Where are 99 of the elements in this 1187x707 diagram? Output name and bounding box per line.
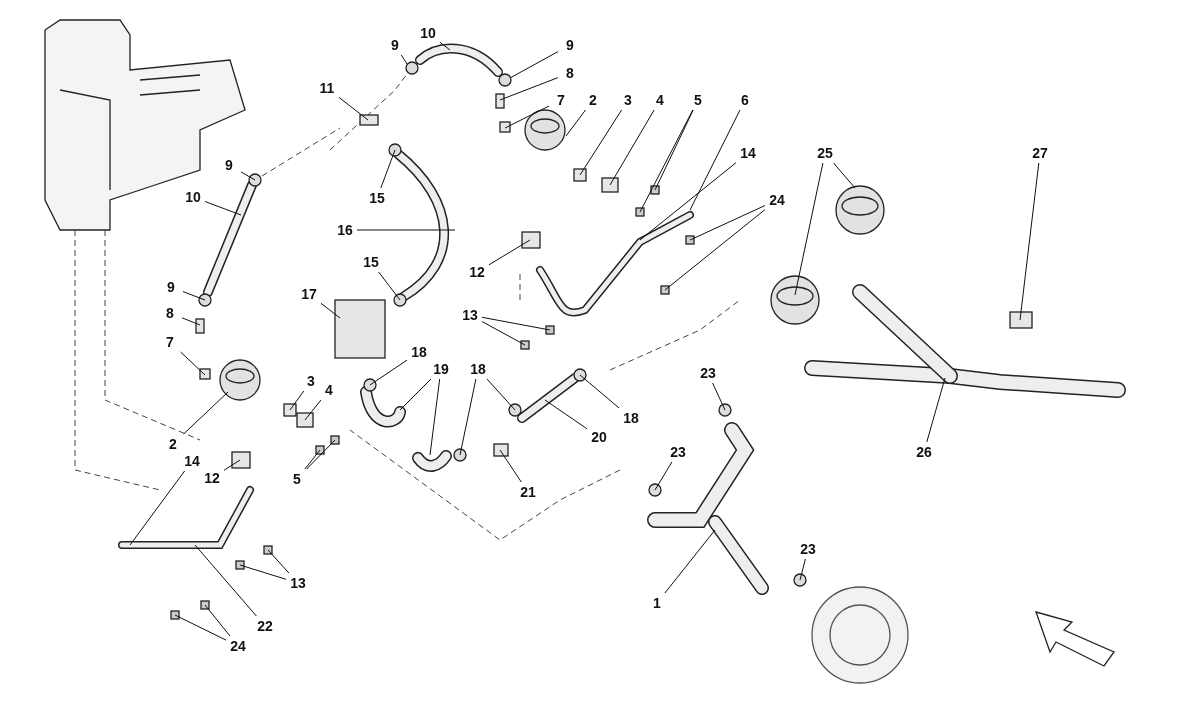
callout-number: 13: [459, 306, 481, 324]
leader-line: [239, 564, 287, 580]
callout-number: 18: [467, 360, 489, 378]
leader-line: [223, 459, 241, 471]
leader-line: [429, 378, 441, 456]
callout-number: 18: [620, 409, 642, 427]
leader-line: [609, 109, 655, 186]
callout-number: 5: [687, 91, 709, 109]
leader-line: [689, 109, 741, 211]
leader-line: [304, 399, 322, 421]
leader-line: [338, 96, 369, 121]
callout-number: 5: [286, 470, 308, 488]
leader-line: [544, 399, 588, 430]
callout-number: 19: [430, 360, 452, 378]
leader-line: [799, 558, 806, 581]
callout-number: 10: [417, 24, 439, 42]
callout-number: 9: [559, 36, 581, 54]
callout-number: 2: [162, 435, 184, 453]
leader-line: [481, 316, 551, 331]
leader-line: [267, 549, 290, 574]
callout-number: 2: [582, 91, 604, 109]
callout-number: 27: [1029, 144, 1051, 162]
leader-line: [509, 51, 559, 79]
leader-line: [654, 461, 673, 491]
leader-line: [380, 149, 396, 189]
leader-line: [400, 54, 408, 65]
leader-line: [565, 109, 586, 137]
callout-number: 25: [814, 144, 836, 162]
callout-number: 8: [559, 64, 581, 82]
callout-number: 23: [797, 540, 819, 558]
leader-line: [240, 171, 256, 181]
callout-number: 23: [667, 443, 689, 461]
leader-line: [204, 201, 242, 216]
leader-line: [639, 162, 737, 241]
callout-number: 23: [697, 364, 719, 382]
leader-line: [180, 351, 206, 376]
callout-number: 24: [766, 191, 788, 209]
callout-number: 9: [384, 36, 406, 54]
callout-number: 17: [298, 285, 320, 303]
callout-number: 12: [466, 263, 488, 281]
leader-line: [459, 378, 477, 456]
callout-number: 21: [517, 483, 539, 501]
callout-number: 7: [159, 333, 181, 351]
callout-number: 22: [254, 617, 276, 635]
leader-line: [486, 378, 516, 411]
callout-number: 1: [646, 594, 668, 612]
leader-line: [664, 529, 716, 594]
leader-line: [304, 449, 321, 470]
leader-line: [654, 109, 694, 191]
callout-number: 7: [550, 91, 572, 109]
leader-line: [182, 291, 206, 301]
callout-number: 11: [316, 79, 338, 97]
leader-line: [1019, 162, 1040, 321]
callout-number: 14: [181, 452, 203, 470]
callout-number: 26: [913, 443, 935, 461]
leader-line: [320, 302, 341, 319]
leader-line: [369, 359, 408, 386]
callout-number: 20: [588, 428, 610, 446]
callout-number: 14: [737, 144, 759, 162]
callout-number: 10: [182, 188, 204, 206]
callout-number: 4: [649, 91, 671, 109]
leader-line: [579, 374, 620, 409]
leader-line: [129, 470, 186, 546]
leader-line: [174, 614, 227, 641]
leader-line: [579, 109, 623, 176]
leader-line: [639, 109, 694, 213]
leader-line: [289, 390, 305, 411]
leader-line: [499, 449, 522, 483]
callout-number: 3: [617, 91, 639, 109]
callout-number: 6: [734, 91, 756, 109]
leader-line: [504, 105, 550, 129]
leader-line: [194, 544, 257, 617]
leader-line: [378, 271, 401, 301]
callout-number: 16: [334, 221, 356, 239]
leader-line: [481, 321, 526, 346]
leader-line: [833, 162, 856, 189]
leader-line: [204, 604, 231, 637]
leader-line: [712, 382, 726, 411]
leader-line: [183, 391, 229, 435]
leader-line: [306, 439, 336, 470]
leader-line: [499, 77, 559, 101]
callout-number: 12: [201, 469, 223, 487]
callout-number: 24: [227, 637, 249, 655]
callout-number: 15: [366, 189, 388, 207]
callout-number: 8: [159, 304, 181, 322]
callout-number: 13: [287, 574, 309, 592]
callout-number: 9: [218, 156, 240, 174]
callout-number: 15: [360, 253, 382, 271]
leader-line: [689, 205, 766, 241]
leader-line: [439, 41, 451, 51]
leader-line: [488, 239, 531, 266]
leader-line: [926, 377, 946, 443]
leader-line: [664, 209, 766, 291]
callout-number: 9: [160, 278, 182, 296]
callout-number: 18: [408, 343, 430, 361]
leader-line: [356, 229, 456, 231]
leader-line: [181, 317, 201, 326]
leader-line: [794, 162, 824, 296]
leader-line: [399, 378, 432, 411]
